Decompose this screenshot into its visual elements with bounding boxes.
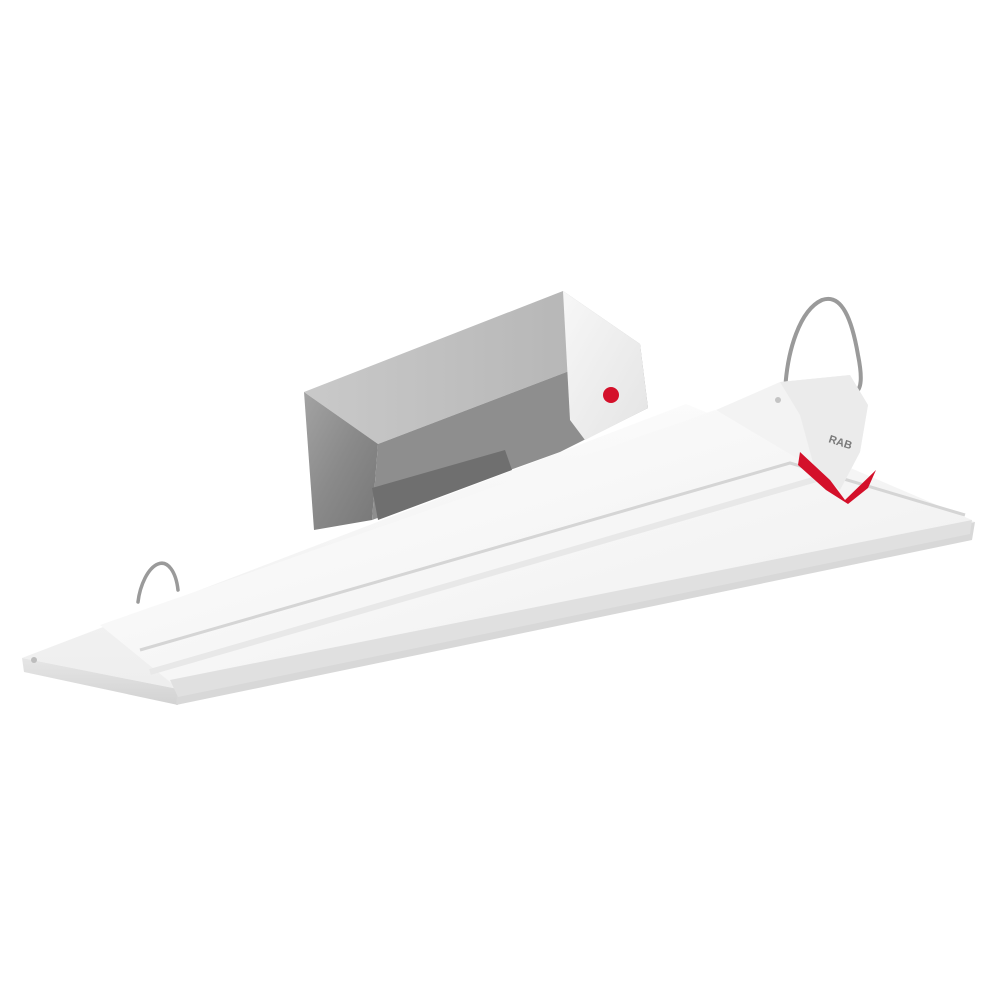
wire-hanger-right-icon <box>783 296 863 394</box>
red-accent-strip <box>798 452 876 504</box>
driver-box <box>304 291 648 530</box>
wire-hanger-left-icon <box>136 561 180 604</box>
lens-panel <box>100 410 972 697</box>
red-indicator-dot-icon <box>603 387 619 403</box>
end-cap: RAB <box>716 375 876 504</box>
